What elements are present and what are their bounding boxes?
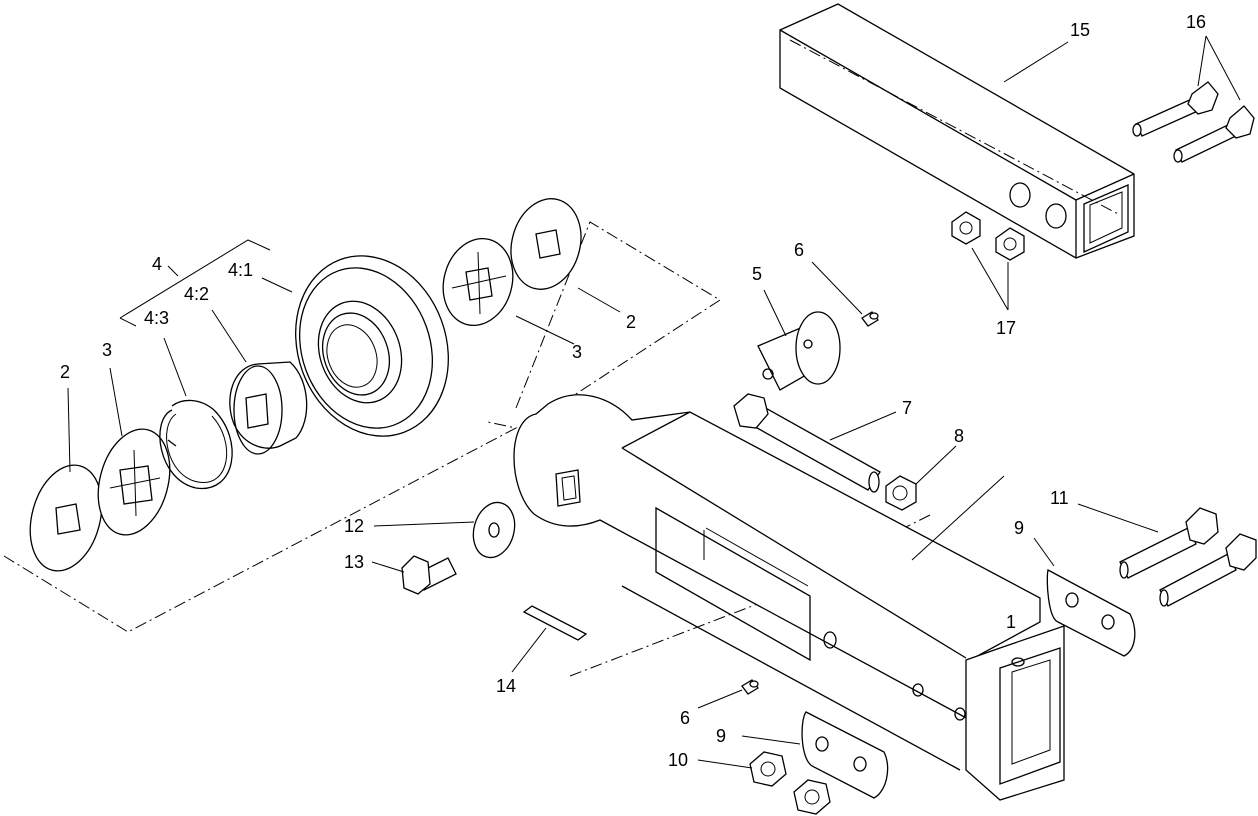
- part-13-bolt: [401, 555, 457, 595]
- part-11-bolts: [1119, 507, 1257, 607]
- part-9-plate-upper: [1046, 569, 1136, 657]
- callout-4-3: 4:3: [144, 308, 169, 328]
- part-6-grease-fitting-top: [861, 311, 879, 327]
- part-17-nuts: [951, 211, 1025, 261]
- part-3-star-washer-right: [442, 237, 514, 327]
- callout-4-2: 4:2: [184, 284, 209, 304]
- callout-2-right: 2: [626, 312, 636, 332]
- part-4-1-wheel: [295, 255, 449, 437]
- callout-14: 14: [496, 676, 516, 696]
- callout-labels: 1 2 2 3 3 4 4:1 4:2 4:3 5 6 6 7 8 9 9 10…: [60, 12, 1206, 770]
- callout-10: 10: [668, 750, 688, 770]
- part-6-grease-fitting-bottom: [741, 679, 759, 695]
- part-14-plate: [522, 605, 588, 641]
- callout-7: 7: [902, 398, 912, 418]
- part-5-pivot-pin: [757, 311, 841, 391]
- callout-1: 1: [1006, 612, 1016, 632]
- callout-4-1: 4:1: [228, 260, 253, 280]
- callout-16: 16: [1186, 12, 1206, 32]
- part-15-square-tube: [779, 3, 1135, 259]
- part-2-washer-left: [29, 464, 103, 572]
- callout-5: 5: [752, 264, 762, 284]
- callout-6-bottom: 6: [680, 708, 690, 728]
- part-9-plate-lower: [801, 711, 889, 799]
- callout-3-left: 3: [102, 340, 112, 360]
- part-12-washer: [472, 501, 516, 559]
- callout-6-top: 6: [794, 240, 804, 260]
- callout-12: 12: [344, 516, 364, 536]
- part-7-bolt: [733, 393, 881, 493]
- part-10-nuts: [749, 751, 831, 815]
- callout-9-lower: 9: [716, 726, 726, 746]
- part-4-2-bearing-insert: [229, 361, 308, 455]
- callout-13: 13: [344, 552, 364, 572]
- callout-2-left: 2: [60, 362, 70, 382]
- part-16-bolts: [1132, 81, 1255, 163]
- callout-15: 15: [1070, 20, 1090, 40]
- leader-lines: [67, 35, 1241, 769]
- callout-11: 11: [1050, 488, 1069, 508]
- part-1-arm: [513, 394, 1065, 801]
- part-8-nut: [885, 475, 917, 511]
- part-4-3-snap-ring: [159, 399, 233, 489]
- callout-17: 17: [996, 318, 1016, 338]
- part-3-star-washer-left: [97, 428, 171, 536]
- part-2-washer-right: [510, 198, 582, 290]
- callout-4: 4: [152, 254, 162, 274]
- callout-8: 8: [954, 426, 964, 446]
- callout-9-upper: 9: [1014, 518, 1024, 538]
- callout-3-right: 3: [572, 342, 582, 362]
